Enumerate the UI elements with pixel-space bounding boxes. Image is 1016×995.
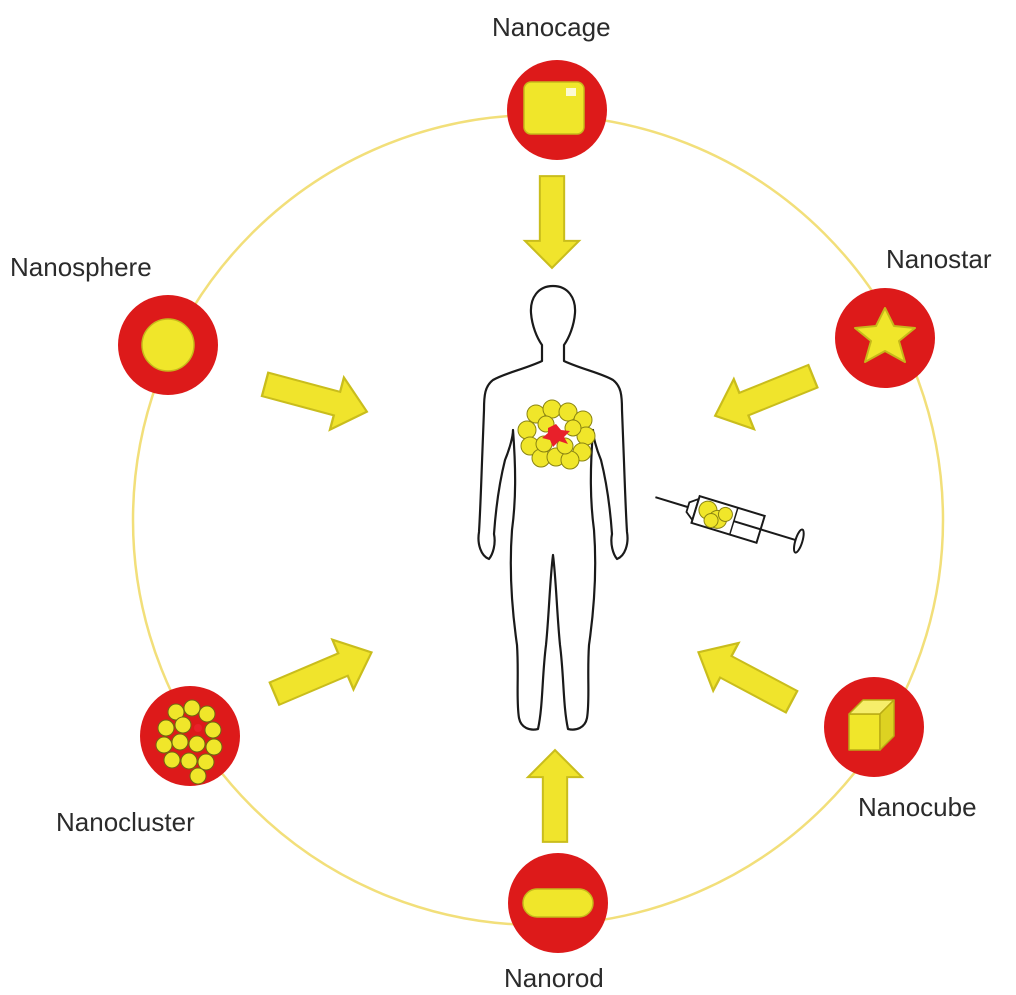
nanocube-node [824, 677, 924, 777]
nanocube-label: Nanocube [858, 794, 977, 820]
arrow-nanosphere [258, 358, 374, 437]
arrow-nanostar [705, 351, 823, 441]
rod-icon [523, 889, 593, 917]
connection-ring [133, 115, 943, 925]
arrow-nanorod [528, 750, 582, 842]
nanorod-node [508, 853, 608, 953]
nanocluster-node [140, 686, 240, 786]
nanocluster-label: Nanocluster [56, 809, 195, 835]
nanocage-node [507, 60, 607, 160]
arrow-nanocluster [264, 628, 382, 719]
nanorod-label: Nanorod [504, 965, 604, 991]
nanosphere-node [118, 295, 218, 395]
arrow-nanocage [525, 176, 579, 268]
cage-icon [524, 82, 584, 134]
human-body-icon [478, 286, 627, 730]
syringe-icon [651, 484, 806, 556]
nanosphere-label: Nanosphere [10, 254, 152, 280]
cube-icon [849, 700, 894, 750]
tumor-icon [518, 400, 595, 469]
arrow-nanocube [686, 628, 804, 725]
nanostar-node [835, 288, 935, 388]
nanocage-label: Nanocage [492, 14, 611, 40]
sphere-icon [142, 319, 194, 371]
nanostar-label: Nanostar [886, 246, 992, 272]
